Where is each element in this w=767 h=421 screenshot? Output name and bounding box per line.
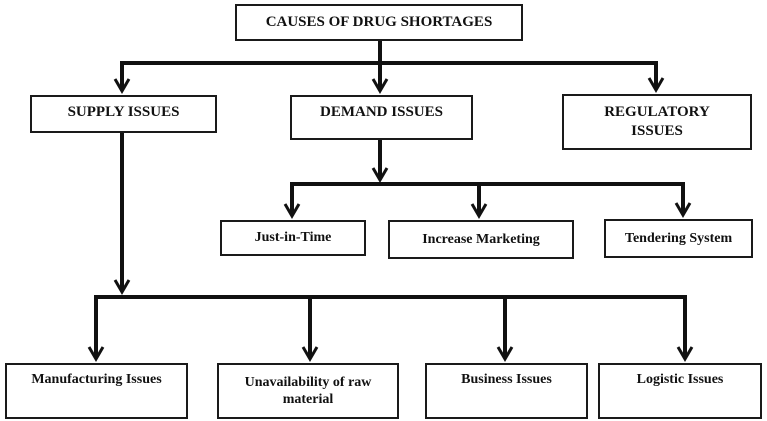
node-regulatory-issues: REGULATORY ISSUES bbox=[562, 94, 752, 150]
arrowhead-regulatory bbox=[647, 77, 665, 93]
arrowhead-tendering bbox=[674, 202, 692, 218]
business-issues-label: Business Issues bbox=[461, 372, 552, 387]
node-tendering-system: Tendering System bbox=[604, 219, 753, 258]
node-demand-issues: DEMAND ISSUES bbox=[290, 95, 473, 140]
node-just-in-time: Just-in-Time bbox=[220, 220, 366, 256]
arrowhead-marketing bbox=[470, 203, 488, 219]
raw-material-label-line1: Unavailability of raw bbox=[244, 374, 372, 390]
demand-issues-label: DEMAND ISSUES bbox=[320, 104, 443, 120]
arrowhead-manufacturing bbox=[87, 346, 105, 362]
node-business-issues: Business Issues bbox=[425, 363, 588, 419]
node-supply-issues: SUPPLY ISSUES bbox=[30, 95, 217, 133]
node-unavailability-raw-material: Unavailability of raw material bbox=[217, 363, 399, 419]
arrowhead-supply-stem bbox=[113, 279, 131, 295]
regulatory-issues-label-line2: ISSUES bbox=[631, 123, 683, 139]
arrowhead-demand-stem bbox=[371, 167, 389, 183]
supply-issues-label: SUPPLY ISSUES bbox=[67, 104, 180, 120]
root-node-label: CAUSES OF DRUG SHORTAGES bbox=[265, 14, 493, 31]
arrowhead-jit bbox=[283, 203, 301, 219]
arrowhead-business bbox=[496, 346, 514, 362]
regulatory-issues-label-line1: REGULATORY bbox=[604, 104, 710, 121]
arrowhead-supply bbox=[113, 78, 131, 94]
tendering-system-label: Tendering System bbox=[624, 230, 733, 246]
arrowhead-raw bbox=[301, 346, 319, 362]
manufacturing-issues-label: Manufacturing Issues bbox=[31, 372, 162, 387]
logistic-issues-label: Logistic Issues bbox=[636, 372, 724, 387]
raw-material-label-line2: material bbox=[282, 392, 334, 407]
just-in-time-label: Just-in-Time bbox=[254, 230, 332, 246]
increase-marketing-label: Increase Marketing bbox=[422, 231, 540, 247]
root-node-causes: CAUSES OF DRUG SHORTAGES bbox=[235, 4, 523, 41]
arrowhead-demand bbox=[371, 78, 389, 94]
arrowhead-logistic bbox=[676, 346, 694, 362]
node-manufacturing-issues: Manufacturing Issues bbox=[5, 363, 188, 419]
node-logistic-issues: Logistic Issues bbox=[598, 363, 762, 419]
node-increase-marketing: Increase Marketing bbox=[388, 220, 574, 259]
